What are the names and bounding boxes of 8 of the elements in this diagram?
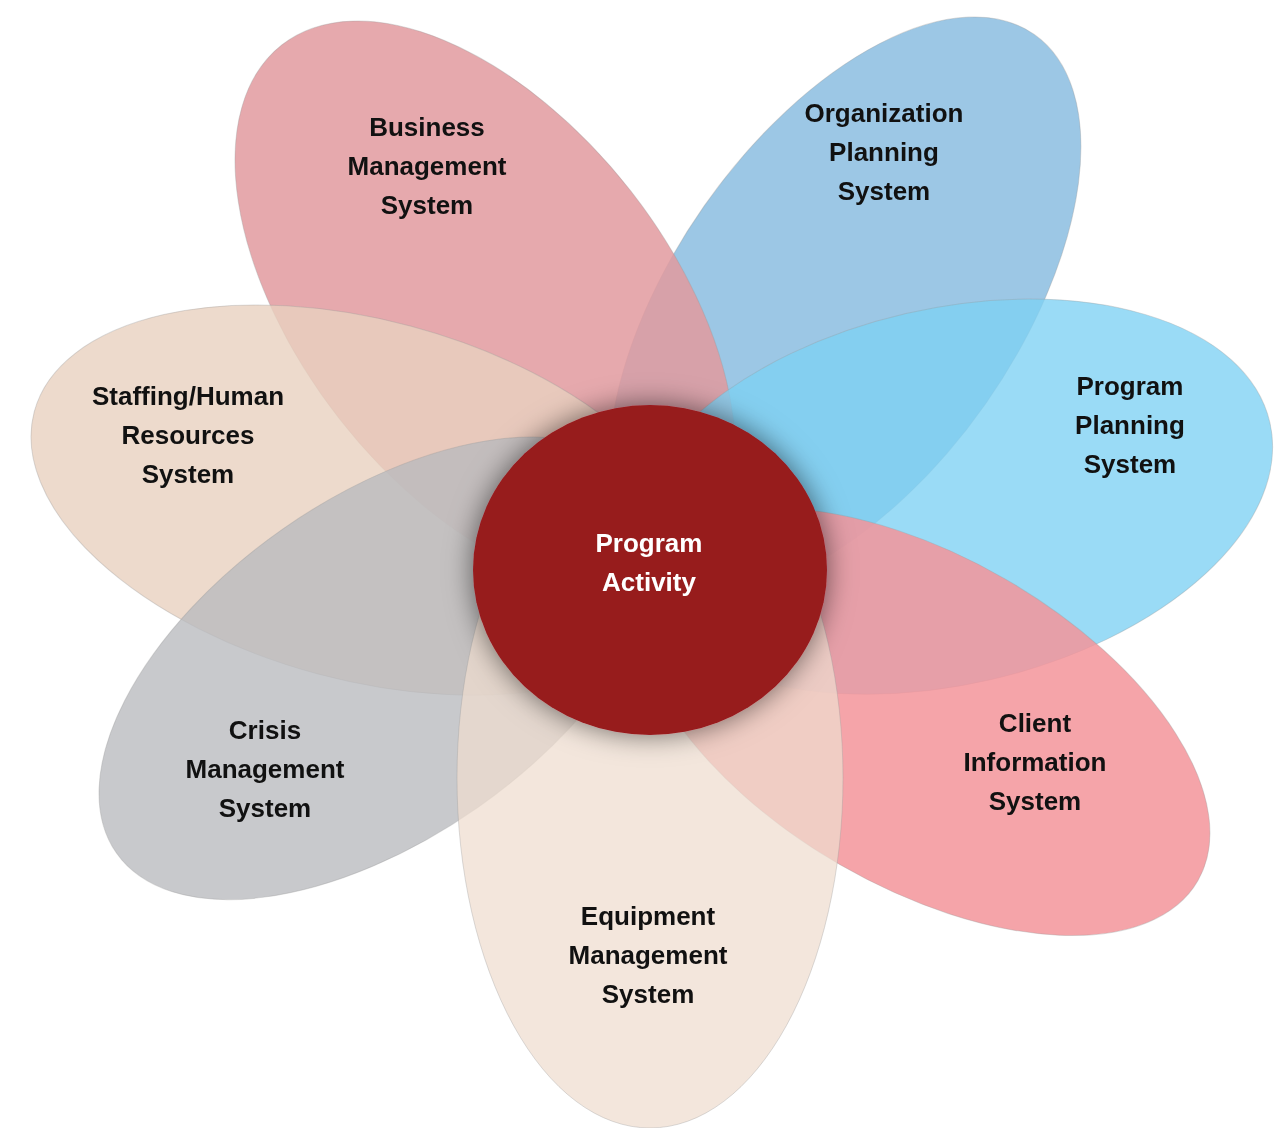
petal-label: Staffing/Human Resources System — [90, 380, 286, 492]
petal-label: Organization Planning System — [803, 97, 965, 209]
petal-label: Business Management System — [346, 111, 508, 223]
petal-label: Crisis Management System — [184, 714, 346, 826]
petal-label: Client Information System — [962, 707, 1108, 819]
petal-label: Equipment Management System — [567, 899, 729, 1011]
petal-label: Program Planning System — [1074, 370, 1186, 482]
petal-label: Program Activity — [594, 527, 704, 599]
